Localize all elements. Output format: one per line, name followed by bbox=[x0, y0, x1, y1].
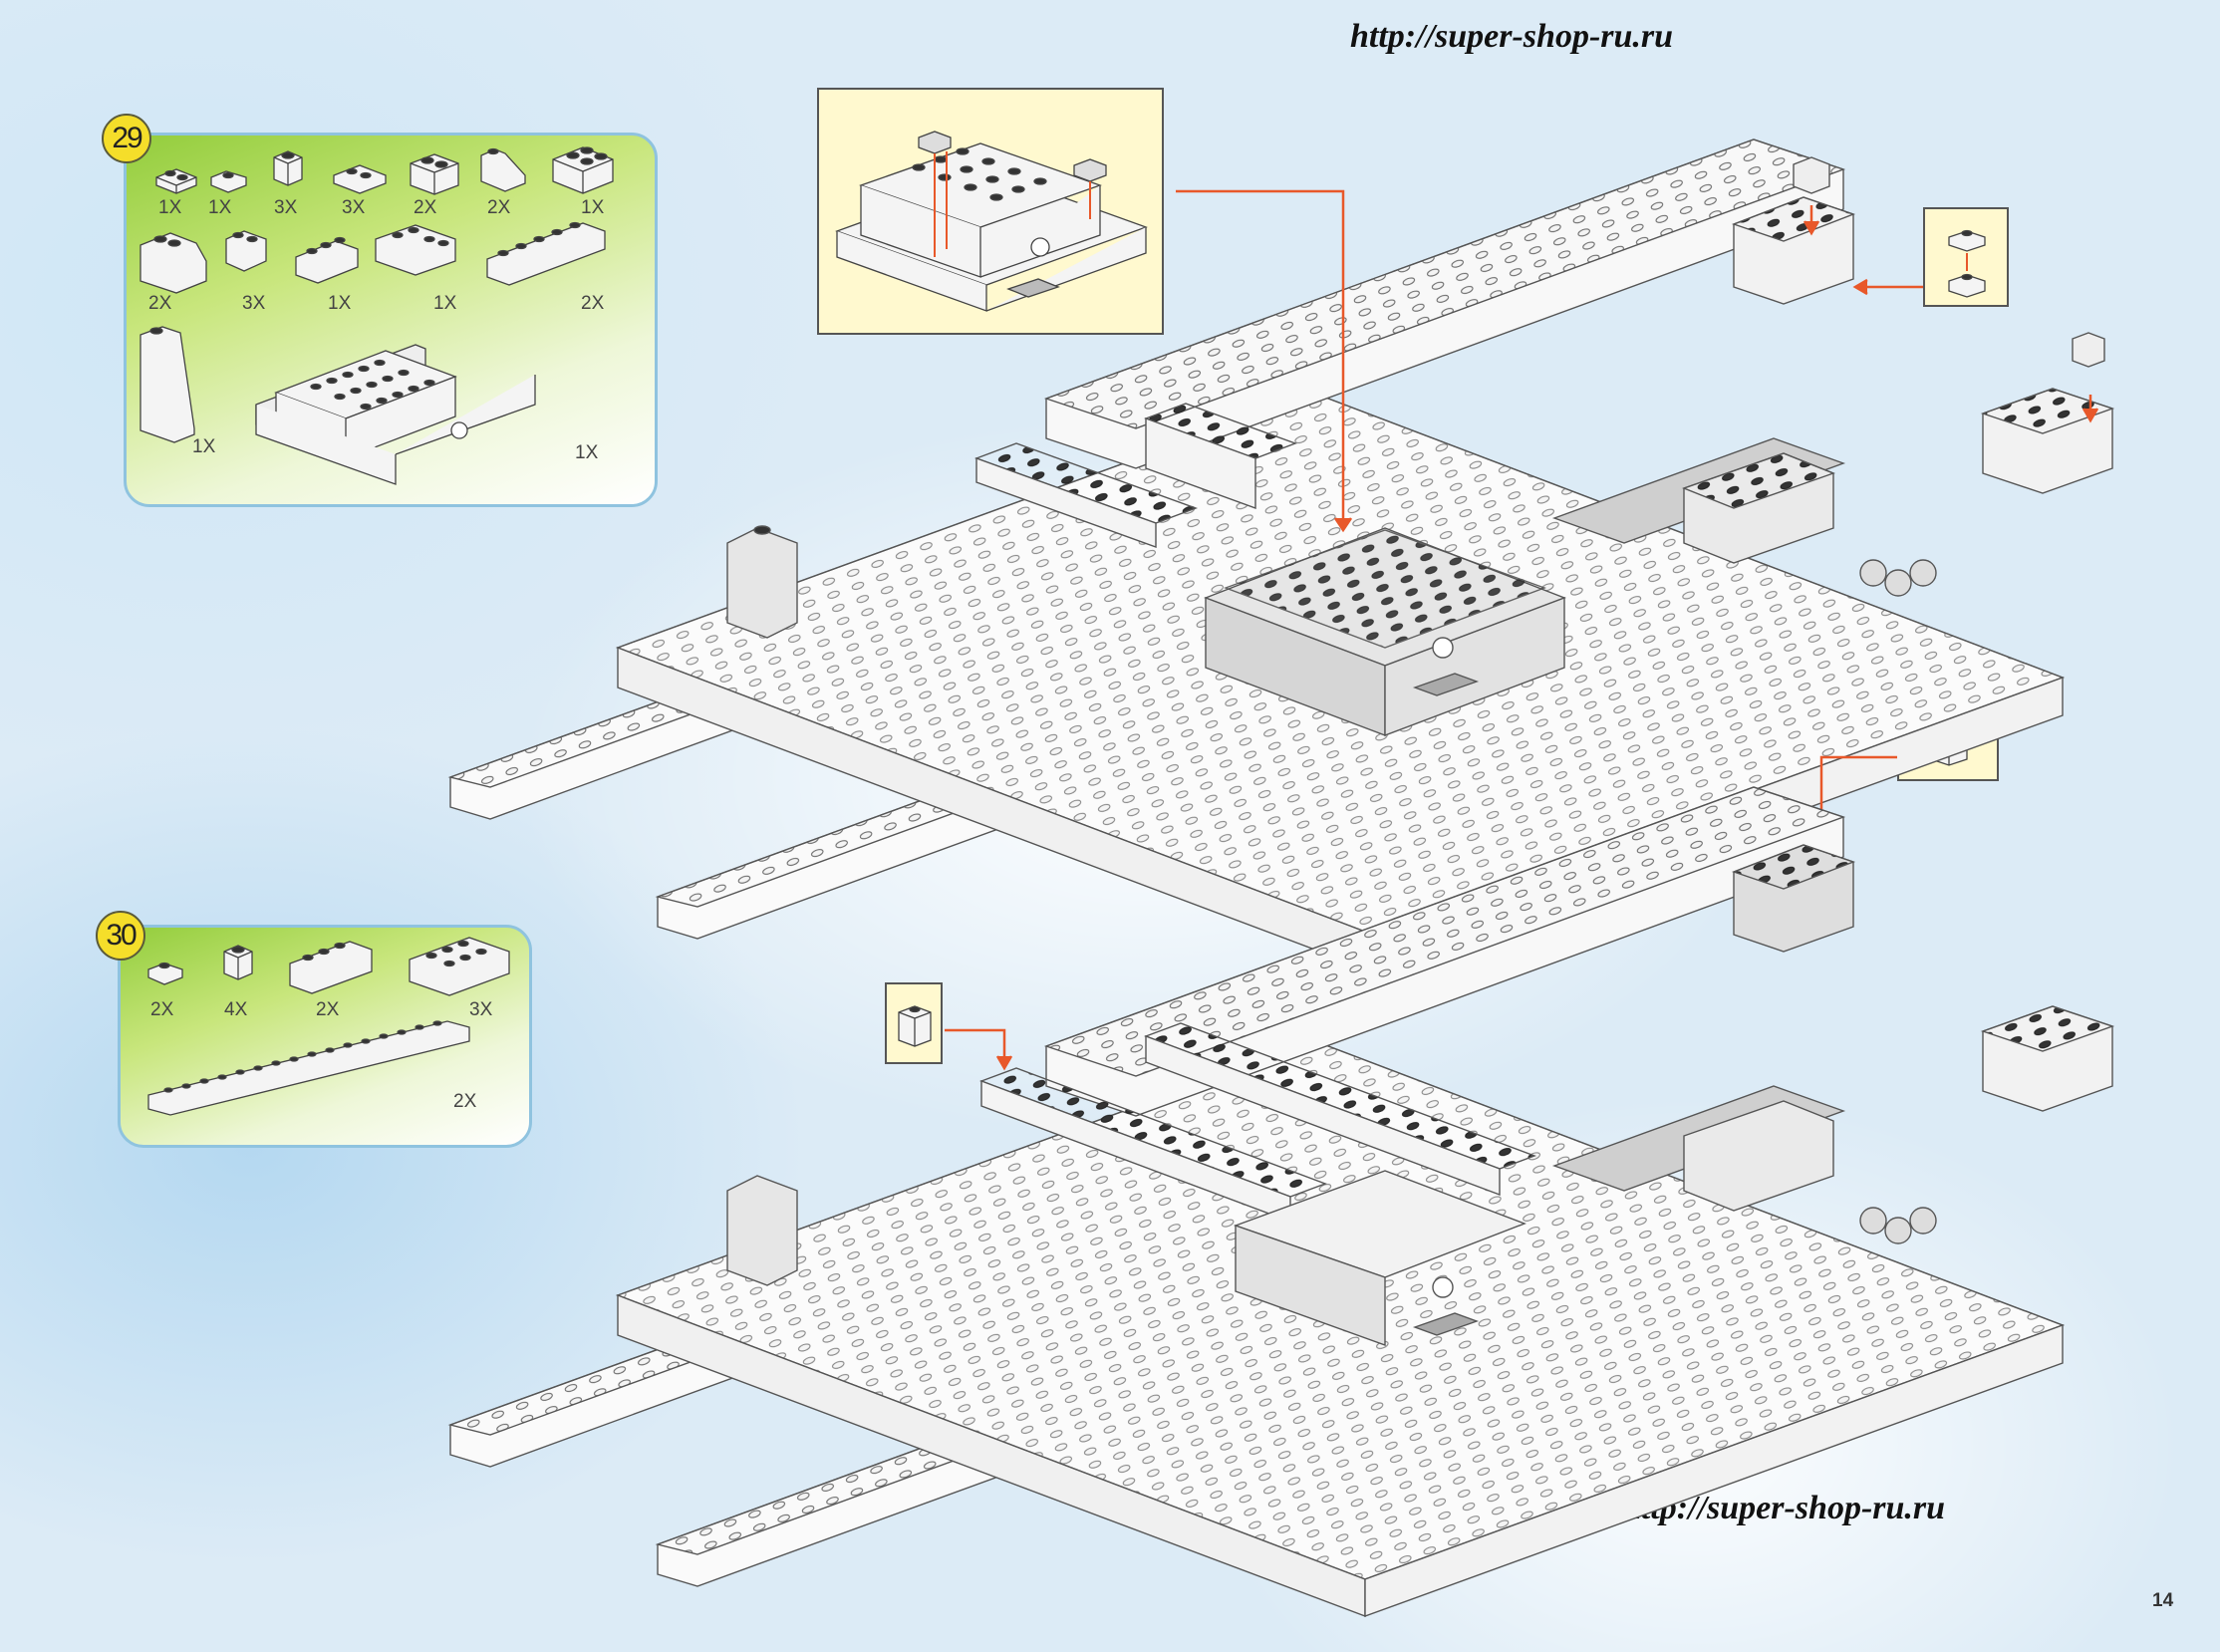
part-brick-1x6 bbox=[486, 221, 606, 286]
part-brick-1x1 bbox=[273, 150, 303, 186]
step-30-badge: 30 bbox=[96, 911, 145, 961]
watermark-bottom: http://super-shop-ru.ru bbox=[1622, 1490, 1946, 1526]
part-brick-1x2 bbox=[410, 153, 459, 195]
part-brick-1x1 bbox=[223, 945, 253, 980]
qty-label: 2X bbox=[487, 197, 511, 218]
part-plate-1x2 bbox=[155, 168, 197, 194]
callout-brick-art bbox=[898, 1005, 932, 1047]
qty-label: 2X bbox=[150, 999, 174, 1020]
page-number: 14 bbox=[2152, 1590, 2174, 1611]
qty-label: 2X bbox=[148, 293, 172, 314]
qty-label: 2X bbox=[316, 999, 340, 1020]
qty-label: 1X bbox=[192, 436, 216, 457]
step-29-badge: 29 bbox=[102, 114, 151, 163]
part-corner-brick bbox=[225, 230, 267, 272]
qty-label: 1X bbox=[433, 293, 457, 314]
part-plate-1x16 bbox=[147, 1020, 470, 1116]
callout-clip-mid-art bbox=[1930, 678, 1968, 766]
part-tall-slope bbox=[139, 326, 195, 443]
callout-console-assembly bbox=[817, 88, 1164, 335]
qty-label: 4X bbox=[224, 999, 248, 1020]
part-plate-1x2b bbox=[333, 164, 387, 194]
qty-label: 1X bbox=[575, 442, 599, 463]
step-30-parts-art bbox=[147, 937, 510, 1116]
part-clip-plate bbox=[210, 170, 247, 193]
part-brick-1x4 bbox=[289, 941, 373, 994]
qty-label: 1X bbox=[328, 293, 352, 314]
step-29-parts-art bbox=[139, 146, 614, 485]
callout-console-art bbox=[835, 131, 1148, 312]
qty-label: 2X bbox=[581, 293, 605, 314]
part-brick-2x3 bbox=[375, 224, 456, 276]
callout-clip-mid bbox=[1897, 654, 1999, 781]
qty-label: 2X bbox=[414, 197, 437, 218]
lower-arrows bbox=[945, 1028, 1013, 1071]
qty-label: 2X bbox=[453, 1091, 477, 1112]
part-brick-2x4 bbox=[409, 937, 510, 996]
part-console-base bbox=[255, 344, 536, 485]
watermark-top: http://super-shop-ru.ru bbox=[1350, 18, 1674, 55]
step-29-parts-box: 1X 1X 3X 3X 2X 2X 1X 2X 3X 1X 1X 2X 1X 1… bbox=[124, 133, 658, 507]
part-slope bbox=[480, 147, 526, 192]
step-30-parts-box: 2X 4X 2X 3X 2X bbox=[118, 925, 532, 1148]
part-brick-2x2 bbox=[552, 146, 614, 194]
callout-clip-top bbox=[1923, 207, 2009, 307]
callout-brick-left bbox=[885, 982, 943, 1064]
qty-label: 3X bbox=[242, 293, 266, 314]
watermark-middle: http://super-shop-ru.ru bbox=[1214, 837, 1537, 874]
part-brick-1x3 bbox=[295, 236, 359, 284]
qty-label: 1X bbox=[208, 197, 232, 218]
part-clip-plate bbox=[147, 962, 183, 985]
callout-clip-art bbox=[1948, 229, 1986, 298]
qty-label: 1X bbox=[581, 197, 605, 218]
qty-label: 1X bbox=[158, 197, 182, 218]
qty-label: 3X bbox=[274, 197, 298, 218]
qty-label: 3X bbox=[469, 999, 493, 1020]
qty-label: 3X bbox=[342, 197, 366, 218]
part-slope-2x2 bbox=[139, 232, 207, 294]
